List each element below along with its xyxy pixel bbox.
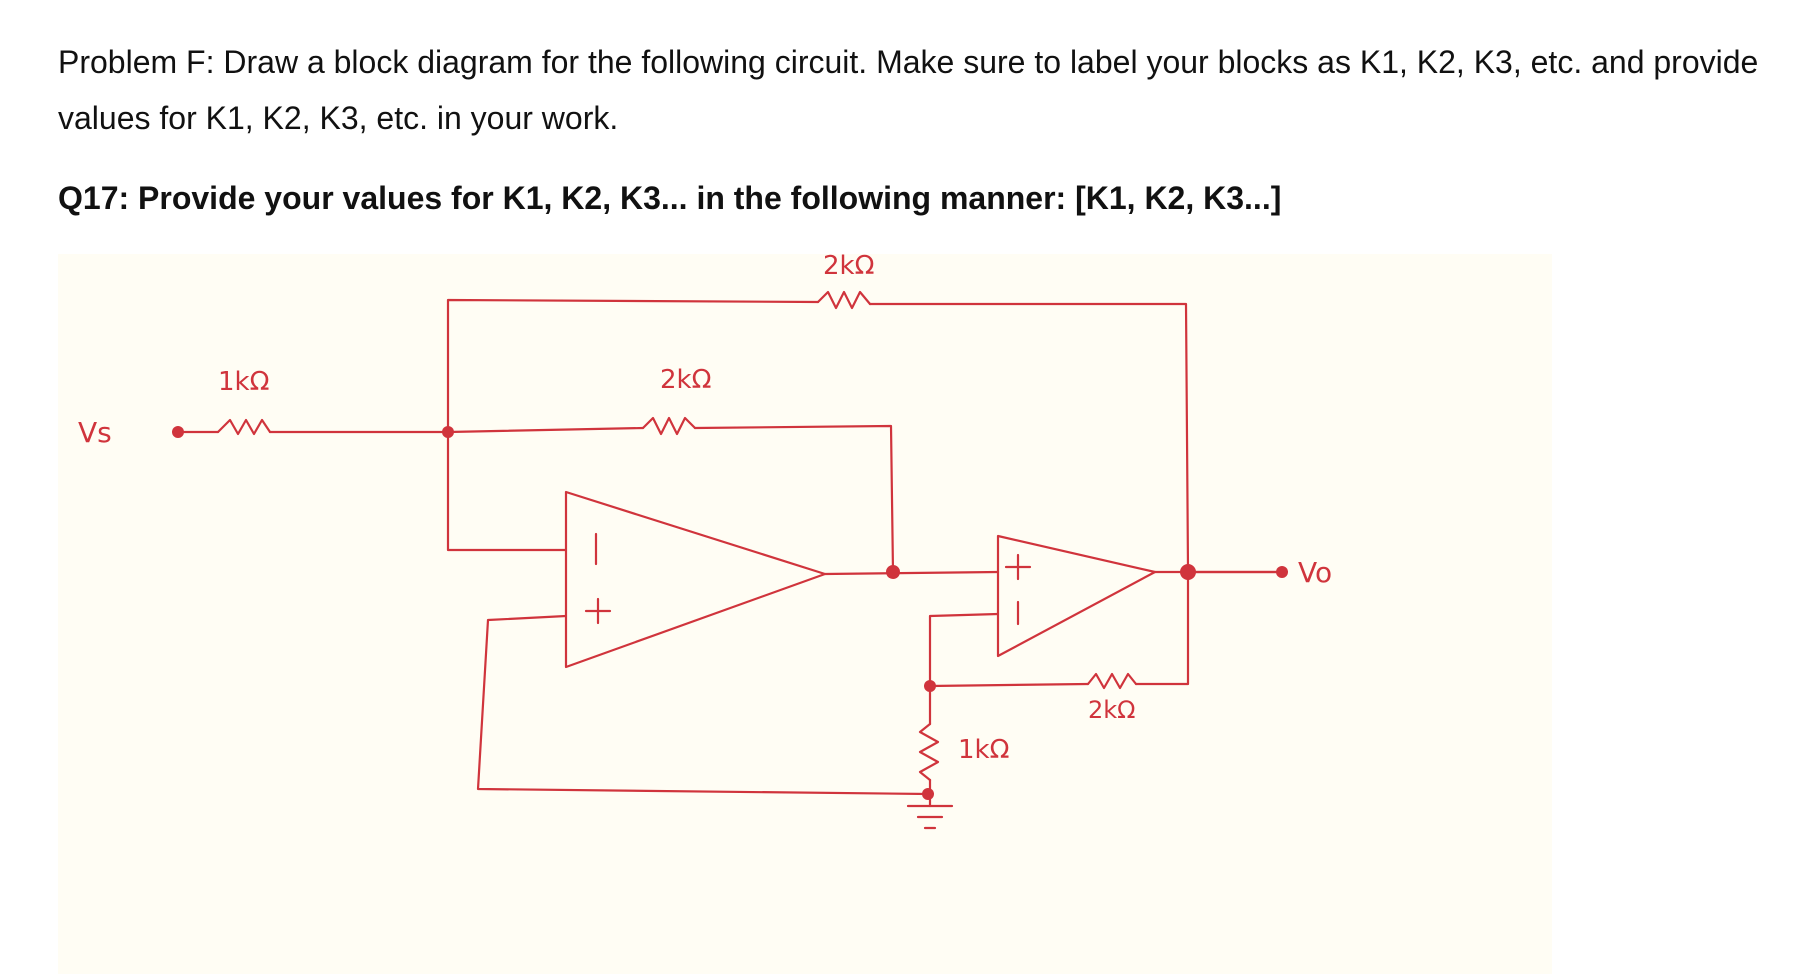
ground-symbol: [906, 804, 954, 830]
terminal-vo: [1276, 566, 1288, 578]
label-vs: Vs: [78, 416, 112, 449]
wire-outer-feedback-right: [868, 302, 1190, 571]
junction-node-b: [924, 680, 936, 692]
label-r-inner-feedback: 2kΩ: [660, 365, 711, 395]
resistor-outer-feedback: [816, 290, 872, 310]
resistor-input: [216, 418, 272, 436]
question-q17: Q17: Provide your values for K1, K2, K3.…: [58, 180, 1282, 216]
junction-node-a: [442, 426, 454, 438]
wire-inner-feedback-right: [693, 424, 895, 574]
label-vo: Vo: [1298, 556, 1332, 589]
wire-node-a-to-minus: [446, 430, 568, 552]
opamp-1: [564, 490, 827, 669]
wire-inner-feedback-left: [446, 426, 645, 434]
wire-node-b-right: [1134, 570, 1190, 686]
wire-opamp2-minus: [928, 612, 1000, 688]
resistor-inner-feedback: [641, 416, 697, 436]
terminal-vs: [172, 426, 184, 438]
wire-node-b-left: [928, 682, 1090, 688]
opamp1-plus-mark: [584, 597, 612, 625]
junction-opamp1-out: [886, 565, 900, 579]
wire-opamp1-output: [823, 570, 1000, 576]
junction-ground-loop: [922, 788, 934, 800]
label-r-outer-feedback: 2kΩ: [823, 254, 874, 281]
label-r-second-feedback: 2kΩ: [1088, 696, 1136, 724]
junction-output: [1180, 564, 1196, 580]
label-r-ground: 1kΩ: [958, 735, 1009, 765]
circuit-drawing: Vs Vo 1kΩ 2kΩ 2kΩ 1kΩ 2kΩ: [58, 254, 1552, 974]
paper-background: [58, 254, 1552, 974]
wire-opamp1-plus-loop: [476, 614, 930, 796]
problem-statement: Problem F: Draw a block diagram for the …: [58, 44, 1759, 136]
label-r-input: 1kΩ: [218, 367, 269, 397]
opamp-2: [996, 534, 1157, 658]
opamp2-plus-mark: [1004, 553, 1032, 581]
resistor-second-feedback: [1086, 672, 1138, 690]
wire-outer-feedback-left: [446, 298, 820, 434]
resistor-ground: [918, 722, 940, 782]
